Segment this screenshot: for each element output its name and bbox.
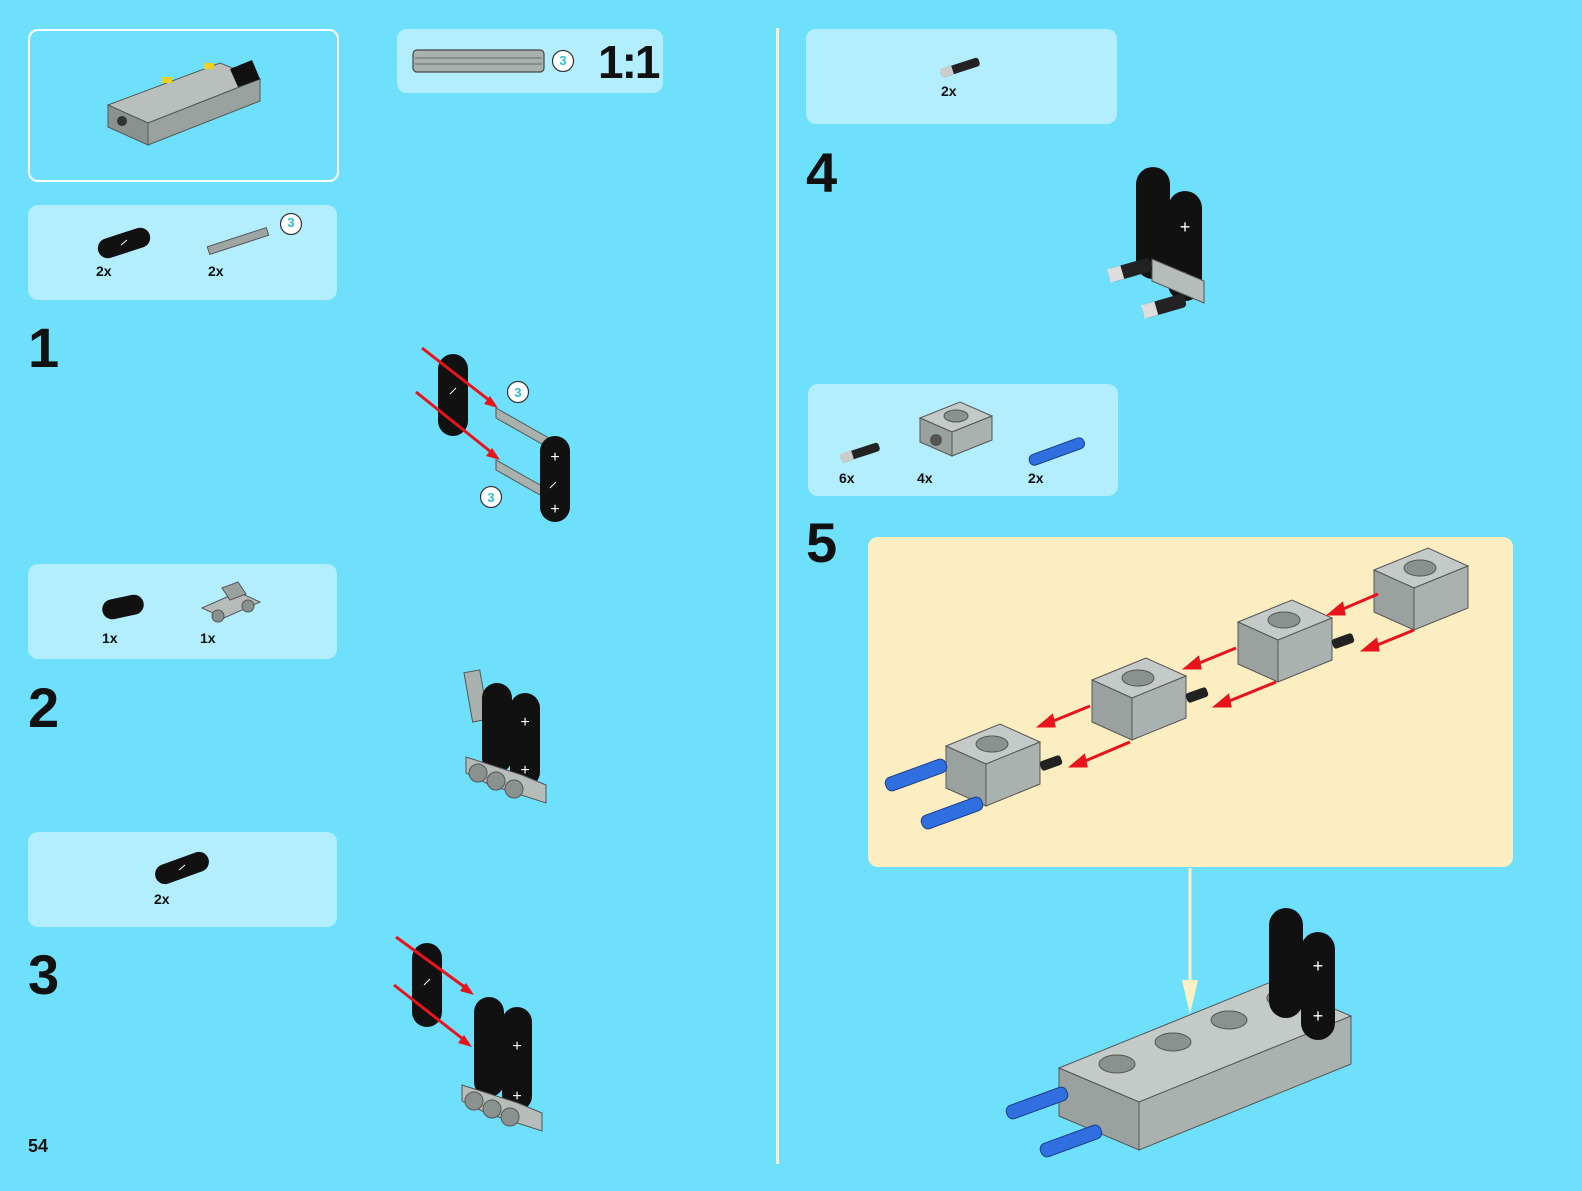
hub-block-2 bbox=[1090, 657, 1188, 741]
step1-black-liftarm-icon bbox=[97, 227, 151, 259]
column-divider bbox=[776, 28, 779, 1164]
step4-assembly-illustration: + + bbox=[1106, 167, 1205, 319]
svg-text:+: + bbox=[1313, 1006, 1324, 1026]
step5-assembly-illustration: + + bbox=[1005, 908, 1353, 1158]
step2-gray-connector-icon bbox=[200, 581, 262, 623]
step2-part2-qty: 1x bbox=[200, 630, 216, 646]
callout-pointer-arrow bbox=[1182, 868, 1198, 1014]
hub-block-1 bbox=[944, 723, 1042, 807]
step1-assembly-illustration: + + bbox=[415, 346, 570, 522]
step4-parts-panel bbox=[806, 29, 1117, 124]
svg-text:+: + bbox=[520, 762, 529, 779]
svg-text:+: + bbox=[1313, 956, 1324, 976]
scale-length-badge: 3 bbox=[559, 53, 567, 68]
step3-black-liftarm-icon bbox=[155, 851, 209, 885]
step1-axle-icon bbox=[206, 226, 270, 256]
step1-part1-qty: 2x bbox=[96, 263, 112, 279]
step3-part1-qty: 2x bbox=[154, 891, 170, 907]
step1-assembly-badge-bottom: 3 bbox=[487, 490, 495, 505]
step5-callout-illustration bbox=[884, 547, 1470, 830]
step4-pin-with-bush-icon bbox=[939, 57, 980, 78]
step-number-3: 3 bbox=[28, 943, 59, 1006]
hub-block-3 bbox=[1236, 599, 1334, 683]
step5-part2-qty: 4x bbox=[917, 470, 933, 486]
page-number: 54 bbox=[28, 1136, 49, 1156]
step5-part3-qty: 2x bbox=[1028, 470, 1044, 486]
step-number-2: 2 bbox=[28, 676, 59, 739]
step1-assembly-badge-top: 3 bbox=[514, 385, 522, 400]
step5-gray-hub-block-icon bbox=[918, 401, 994, 457]
step-number-1: 1 bbox=[28, 316, 59, 379]
step3-assembly-illustration: + + bbox=[393, 935, 543, 1132]
step4-part1-qty: 2x bbox=[941, 83, 957, 99]
step2-parts-panel bbox=[28, 564, 337, 659]
scale-label: 1:1 bbox=[598, 36, 661, 88]
svg-text:+: + bbox=[550, 449, 559, 466]
step3-parts-panel bbox=[28, 832, 337, 927]
step-number-4: 4 bbox=[806, 141, 837, 204]
svg-text:+: + bbox=[512, 1038, 521, 1055]
step1-part2-qty: 2x bbox=[208, 263, 224, 279]
svg-text:+: + bbox=[512, 1088, 521, 1105]
step2-assembly-illustration: + + bbox=[463, 669, 547, 804]
step-number-5: 5 bbox=[806, 511, 837, 574]
svg-text:+: + bbox=[520, 714, 529, 731]
step5-blue-axle-pin-icon bbox=[1028, 437, 1086, 466]
step1-axle-length-badge-icon bbox=[279, 212, 303, 236]
step2-black-liftarm-icon bbox=[102, 594, 144, 620]
step1-axle-length-badge: 3 bbox=[287, 215, 295, 230]
step5-part1-qty: 6x bbox=[839, 470, 855, 486]
scale-axle-icon bbox=[412, 49, 575, 73]
svg-text:+: + bbox=[550, 501, 559, 518]
hub-block-4 bbox=[1372, 547, 1470, 631]
step2-part1-qty: 1x bbox=[102, 630, 118, 646]
step5-pin-with-bush-icon bbox=[839, 442, 880, 463]
submodel-preview-icon bbox=[106, 60, 262, 146]
svg-text:+: + bbox=[1180, 217, 1191, 237]
